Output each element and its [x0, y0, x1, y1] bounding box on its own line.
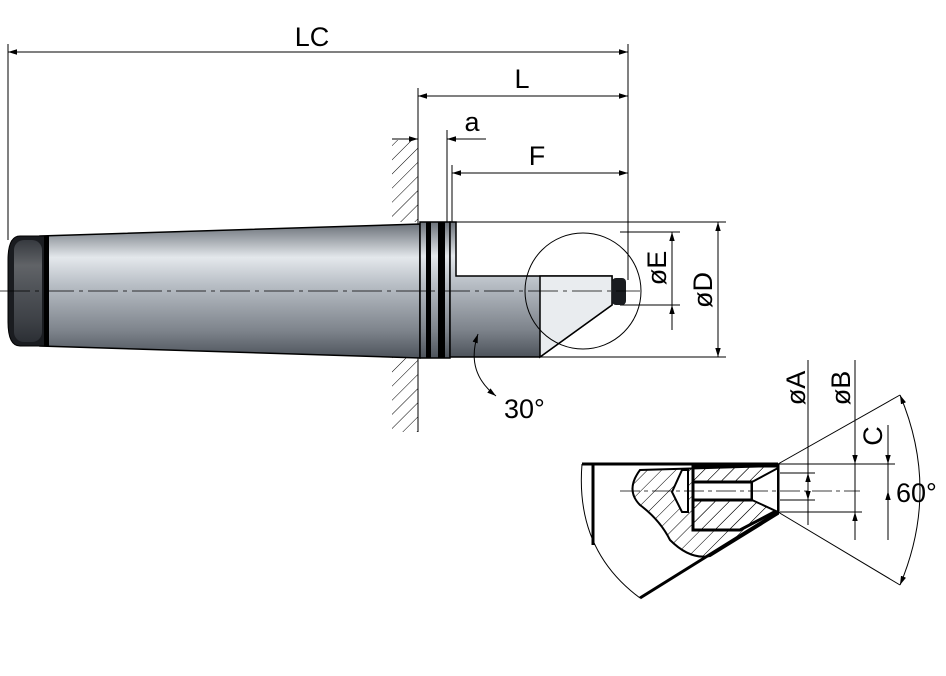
- dimension-e: øE: [642, 232, 675, 330]
- label-angle-tip: 30°: [504, 394, 545, 424]
- label-lc: LC: [295, 22, 330, 52]
- label-l: L: [514, 64, 529, 94]
- dimension-a: a: [392, 107, 486, 142]
- machine-wall: [392, 140, 419, 432]
- extension-lines: [7, 44, 726, 358]
- label-f: F: [529, 141, 546, 171]
- dimension-l: L: [418, 64, 628, 99]
- angle-30: 30°: [472, 333, 545, 424]
- label-a: a: [464, 107, 480, 137]
- label-e: øE: [642, 251, 672, 286]
- dimension-f: F: [452, 141, 628, 176]
- detail-circle: [524, 232, 642, 350]
- label-A: øA: [781, 371, 811, 406]
- label-C: C: [858, 426, 888, 446]
- label-angle-center: 60°: [896, 478, 937, 508]
- label-d: øD: [688, 272, 718, 308]
- dimension-lc: LC: [8, 22, 628, 55]
- centre-body: [0, 221, 642, 359]
- label-B: øB: [826, 371, 856, 406]
- dimension-d: øD: [688, 222, 721, 357]
- detail-section: øA øB C 60°: [580, 360, 937, 600]
